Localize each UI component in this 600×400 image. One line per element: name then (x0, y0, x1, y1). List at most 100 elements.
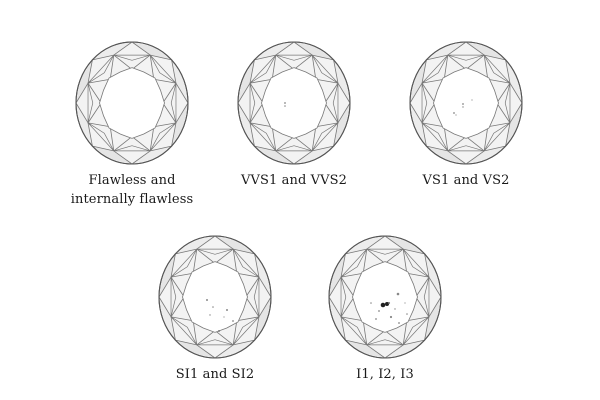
girdle-facet (414, 59, 427, 84)
facet-line (487, 78, 511, 84)
facet-line (340, 316, 364, 322)
clarity-grade-si: SI1 and SI2 (140, 232, 290, 384)
facet-line (362, 320, 368, 345)
facet-line (237, 102, 251, 124)
facet-line (447, 54, 467, 70)
girdle-facet (426, 146, 448, 160)
diamond-facets (409, 41, 523, 165)
girdle-facet (233, 340, 255, 354)
facet-line (87, 122, 93, 147)
facet-line (406, 272, 430, 278)
facet-line (465, 150, 485, 165)
facet-line (345, 248, 367, 255)
facet-line (175, 102, 189, 124)
girdle-facet (329, 273, 342, 297)
inclusions (453, 99, 473, 116)
facet-line (384, 248, 404, 264)
girdle-facet (337, 79, 350, 103)
facet-line (236, 316, 260, 322)
diamond-facets (158, 235, 272, 359)
girdle-facet (424, 253, 437, 278)
facet-line (345, 339, 367, 346)
diamond-facets (328, 235, 442, 359)
facet-line (192, 320, 198, 345)
facet-line (443, 55, 449, 80)
facet-line (505, 59, 511, 84)
girdle-facet (258, 297, 271, 321)
facet-line (254, 54, 276, 61)
girdle-facet (509, 79, 522, 103)
girdle-facet (80, 59, 93, 84)
girdle-facet (254, 146, 276, 160)
facet-line (249, 78, 273, 84)
facet-line (113, 136, 133, 152)
inclusion-spot (212, 306, 214, 308)
inclusion-spot (375, 318, 377, 320)
facet-line (170, 272, 194, 278)
kite-facet-outline (170, 277, 177, 317)
inclusion-spot (378, 310, 380, 312)
facet-line (192, 249, 198, 274)
facet-line (153, 122, 177, 128)
facet-line (149, 55, 155, 80)
inclusions (206, 299, 234, 332)
facet-line (293, 136, 313, 152)
facet-line (409, 102, 423, 124)
girdle-facet (444, 42, 466, 56)
facet-line (87, 102, 102, 124)
facet-line (328, 296, 342, 318)
girdle-facet (110, 42, 132, 56)
facet-line (483, 55, 489, 80)
kite-facet-outline (249, 83, 256, 123)
girdle-facet (171, 59, 184, 84)
diamond-included-icon (328, 235, 442, 359)
inclusion-spot (284, 105, 286, 107)
girdle-facet (150, 46, 172, 60)
grade-label-line: VS1 and VS2 (422, 173, 510, 188)
facet-line (245, 296, 260, 318)
girdle-facet (363, 344, 385, 358)
kite-facet-outline (340, 248, 368, 278)
facet-line (312, 54, 334, 61)
facet-line (249, 122, 273, 128)
girdle-facet (238, 79, 251, 103)
facet-line (337, 102, 351, 124)
girdle-facet (426, 46, 448, 60)
facet-line (233, 339, 255, 346)
girdle-facet (242, 122, 255, 147)
facet-line (428, 296, 442, 318)
girdle-facet (329, 297, 342, 321)
girdle-facet (363, 236, 385, 250)
kite-facet-outline (311, 54, 339, 84)
kite-facet-outline (249, 54, 277, 84)
facet-line (415, 296, 430, 318)
girdle-facet (242, 59, 255, 84)
facet-line (275, 150, 295, 165)
girdle-facet (505, 122, 518, 147)
kite-facet-outline (149, 54, 177, 84)
kite-facet-outline (232, 316, 260, 346)
facet-line (312, 145, 334, 152)
facet-line (258, 296, 272, 318)
facet-line (158, 296, 172, 318)
facet-line (131, 150, 151, 165)
kite-facet-outline (232, 248, 260, 278)
kite-facet-outline (196, 248, 234, 255)
girdle-facet (414, 122, 427, 147)
facet-line (465, 136, 485, 152)
kite-facet-outline (366, 339, 404, 346)
facet-line (366, 235, 386, 250)
kite-facet-outline (421, 122, 449, 152)
kite-facet-outline (421, 83, 428, 123)
kite-facet-outline (340, 316, 368, 346)
girdle-facet (466, 42, 488, 56)
facet-line (175, 248, 197, 255)
facet-line (484, 145, 506, 152)
kite-facet-outline (149, 122, 177, 152)
kite-facet-outline (253, 277, 260, 317)
facet-line (443, 126, 449, 151)
facet-line (87, 82, 102, 104)
facet-line (214, 235, 234, 250)
inclusion-spot (232, 320, 234, 322)
girdle-facet (175, 240, 197, 254)
